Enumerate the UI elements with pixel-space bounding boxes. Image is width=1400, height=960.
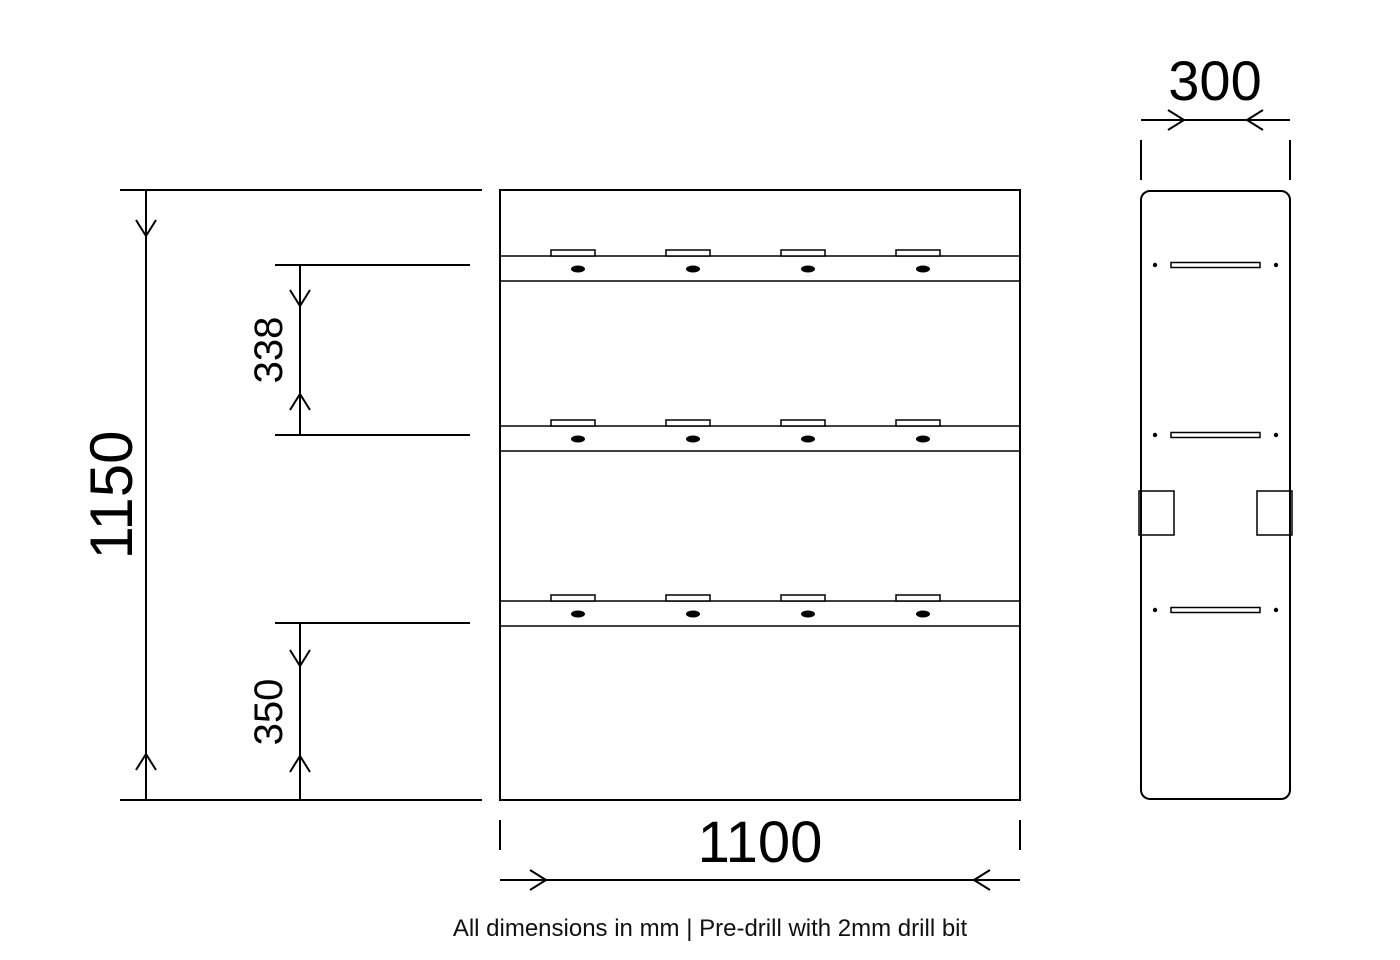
- side-tab-left: [1138, 490, 1175, 536]
- drill-hole: [801, 610, 815, 618]
- side-panel-outline: [1140, 190, 1291, 800]
- side-drill-hole: [1152, 262, 1158, 268]
- shelves: [500, 249, 1020, 627]
- drill-hole: [916, 265, 930, 273]
- drill-hole: [571, 610, 585, 618]
- shelf-bracket: [665, 249, 711, 257]
- side-tab-right: [1256, 490, 1293, 536]
- top-spacing-dimension: 338: [247, 264, 470, 436]
- side-drill-hole: [1273, 607, 1279, 613]
- side-view: [1138, 190, 1293, 800]
- shelf: [500, 249, 1020, 282]
- side-slot: [1170, 261, 1261, 269]
- shelf-bracket: [895, 249, 941, 257]
- width-dimension: 1100: [499, 810, 1021, 891]
- drill-hole: [571, 435, 585, 443]
- shelf-bracket: [895, 419, 941, 427]
- arrow-right-icon: [529, 869, 548, 891]
- shelf-bracket: [780, 249, 826, 257]
- depth-dimension: 300: [1140, 49, 1291, 180]
- side-slots: [1152, 261, 1279, 614]
- side-drill-hole: [1273, 432, 1279, 438]
- height-dimension-label: 1150: [78, 430, 145, 559]
- shelf-bracket: [665, 419, 711, 427]
- shelf: [500, 419, 1020, 452]
- drill-hole: [571, 265, 585, 273]
- arrow-down-icon: [289, 649, 311, 668]
- arrow-up-icon: [289, 754, 311, 773]
- arrow-up-icon: [289, 392, 311, 411]
- arrow-down-icon: [289, 289, 311, 308]
- shelf-bracket: [665, 594, 711, 602]
- shelf: [500, 594, 1020, 627]
- drill-hole: [686, 435, 700, 443]
- drill-hole: [801, 435, 815, 443]
- drill-hole: [801, 265, 815, 273]
- drill-hole: [686, 610, 700, 618]
- side-drill-hole: [1273, 262, 1279, 268]
- drill-hole: [916, 435, 930, 443]
- shelf-bracket: [550, 594, 596, 602]
- top-spacing-label: 338: [247, 317, 291, 384]
- shelf-bracket: [895, 594, 941, 602]
- side-slot: [1170, 431, 1261, 439]
- front-view: [499, 189, 1021, 801]
- shelf-bracket: [780, 594, 826, 602]
- shelf-bracket: [780, 419, 826, 427]
- side-drill-hole: [1152, 432, 1158, 438]
- depth-dimension-label: 300: [1168, 49, 1261, 112]
- bottom-spacing-dimension: 350: [247, 622, 470, 800]
- front-panel-outline: [499, 189, 1021, 801]
- drill-hole: [916, 610, 930, 618]
- arrow-left-icon: [1245, 109, 1264, 131]
- arrow-left-icon: [972, 869, 991, 891]
- drill-hole: [686, 265, 700, 273]
- bottom-spacing-label: 350: [247, 679, 291, 746]
- arrow-right-icon: [1167, 109, 1186, 131]
- arrow-down-icon: [135, 219, 157, 238]
- arrow-up-icon: [135, 752, 157, 771]
- width-dimension-label: 1100: [698, 810, 823, 875]
- side-slot: [1170, 606, 1261, 614]
- shelf-bracket: [550, 249, 596, 257]
- drawing-caption: All dimensions in mm | Pre-drill with 2m…: [452, 915, 968, 942]
- side-drill-hole: [1152, 607, 1158, 613]
- height-dimension: 1150: [78, 189, 482, 801]
- shelf-bracket: [550, 419, 596, 427]
